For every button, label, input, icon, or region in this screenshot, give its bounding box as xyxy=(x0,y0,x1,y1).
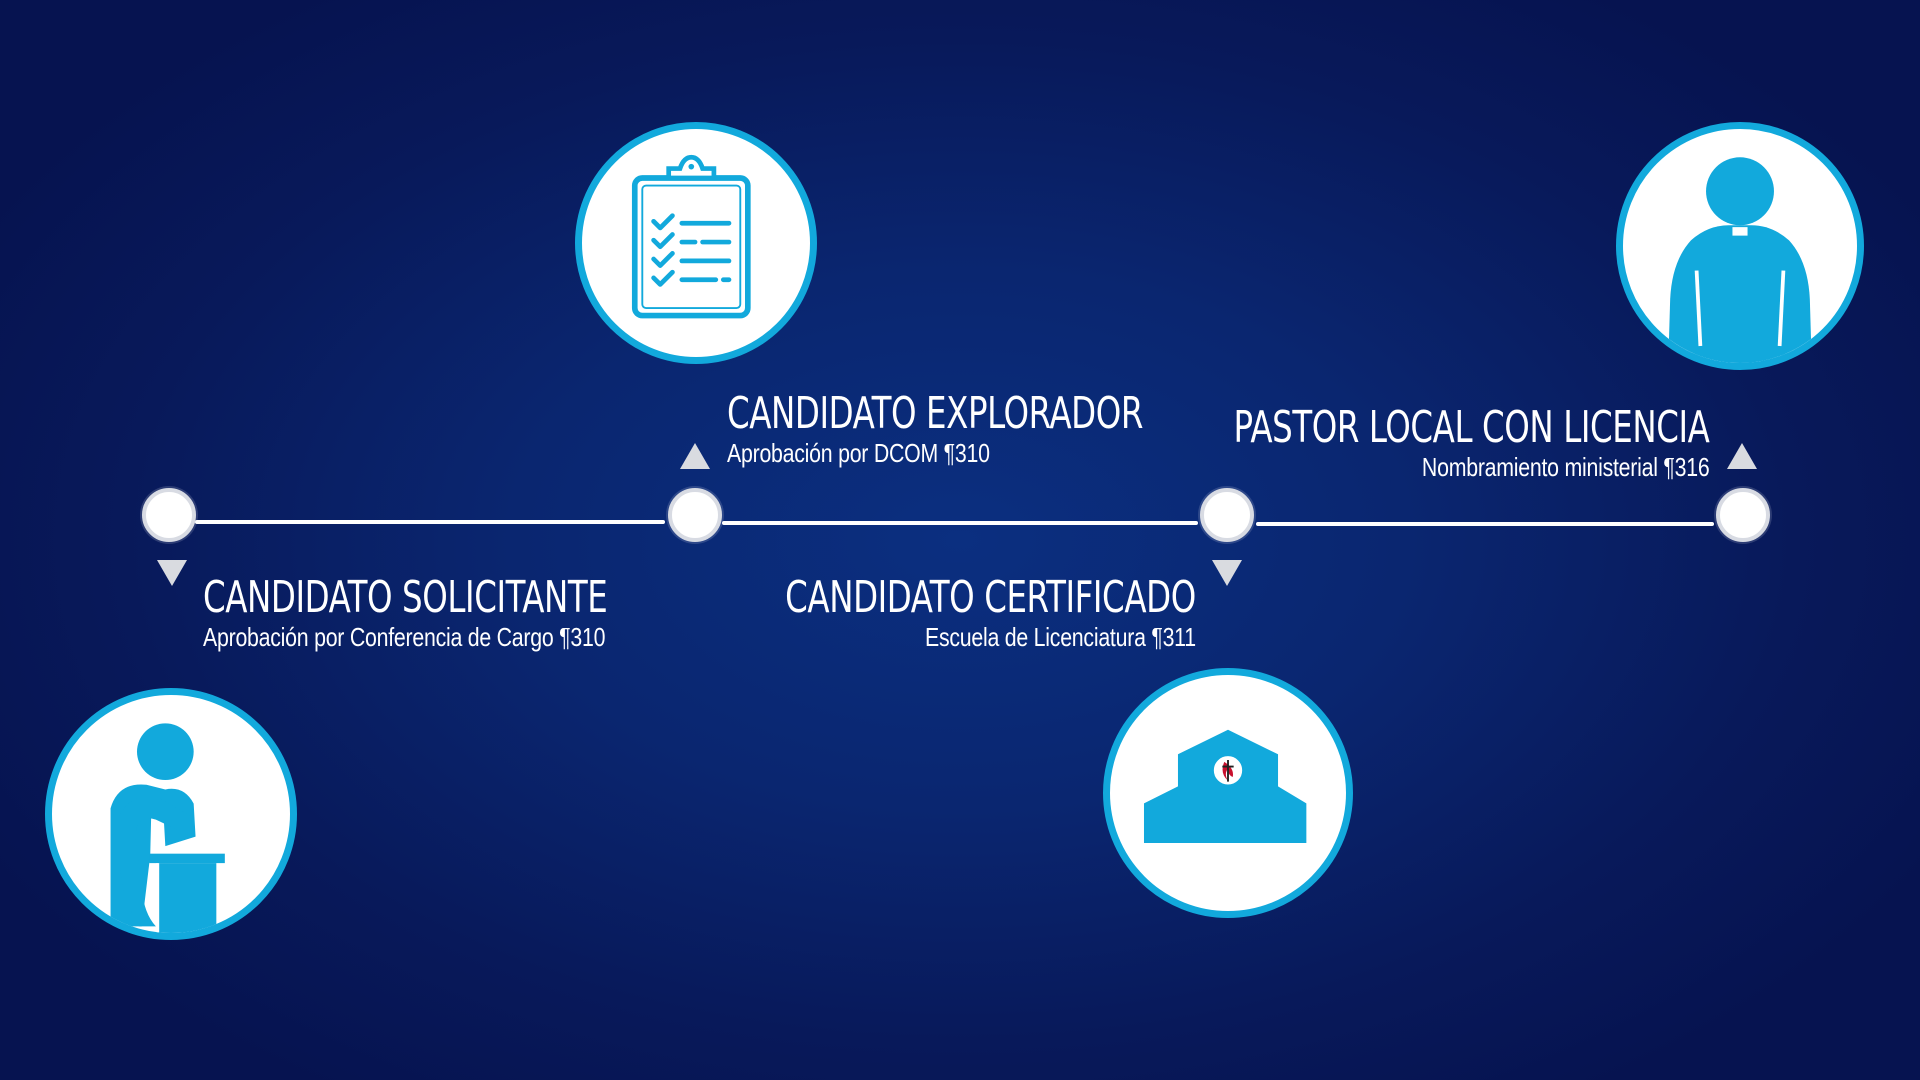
stage-1-label: CANDIDATO SOLICITANTE Aprobación por Con… xyxy=(203,572,696,653)
stage-3-subtitle: Escuela de Licenciatura ¶311 xyxy=(925,622,1196,652)
stage-4-subtitle: Nombramiento ministerial ¶316 xyxy=(1421,452,1709,482)
stage-4-icon-circle xyxy=(1616,122,1864,370)
stage-3-label: CANDIDATO CERTIFICADO Escuela de Licenci… xyxy=(695,572,1196,653)
stage-3-title: CANDIDATO CERTIFICADO xyxy=(785,572,1196,623)
stage-2-icon-circle xyxy=(575,122,817,364)
pastor-icon xyxy=(1668,157,1812,363)
stage-1-title: CANDIDATO SOLICITANTE xyxy=(203,572,608,623)
timeline-node-3 xyxy=(1200,488,1254,542)
stage-2-subtitle: Aprobación por DCOM ¶310 xyxy=(727,438,990,468)
timeline-node-4 xyxy=(1716,488,1770,542)
stage-4-title: PASTOR LOCAL CON LICENCIA xyxy=(1233,402,1709,453)
clipboard-checklist-icon xyxy=(631,154,751,319)
arrow-down-icon xyxy=(1212,560,1242,586)
stage-2-label: CANDIDATO EXPLORADOR Aprobación por DCOM… xyxy=(727,388,1234,469)
timeline-node-1 xyxy=(142,488,196,542)
stage-1-icon-circle xyxy=(45,688,297,940)
timeline-segment-2 xyxy=(722,521,1198,525)
timeline-segment-1 xyxy=(195,520,665,524)
arrow-down-icon xyxy=(157,560,187,586)
arrow-up-icon xyxy=(680,443,710,469)
timeline-segment-3 xyxy=(1256,522,1714,526)
timeline-node-2 xyxy=(668,488,722,542)
stage-1-subtitle: Aprobación por Conferencia de Cargo ¶310 xyxy=(203,622,606,652)
praying-person-icon xyxy=(110,723,225,933)
stage-4-label: PASTOR LOCAL CON LICENCIA Nombramiento m… xyxy=(1129,402,1709,483)
stage-2-title: CANDIDATO EXPLORADOR xyxy=(727,388,1143,439)
church-building-icon xyxy=(1143,729,1307,844)
arrow-up-icon xyxy=(1727,443,1757,469)
stage-3-icon-circle xyxy=(1103,668,1353,918)
